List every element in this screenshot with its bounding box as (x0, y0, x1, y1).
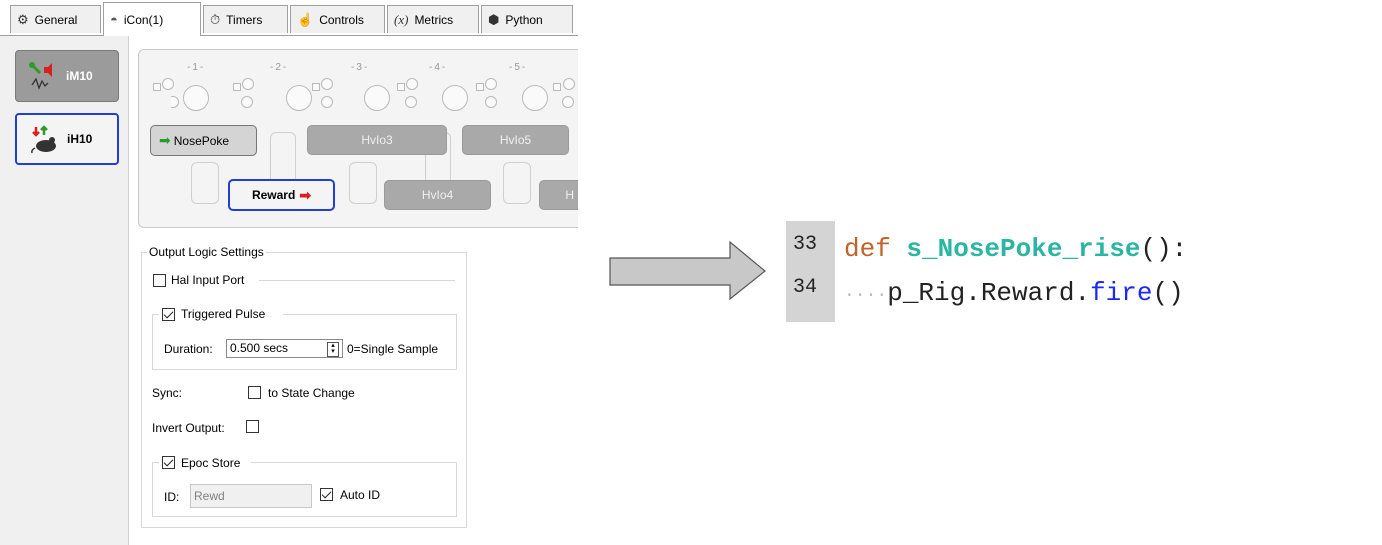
port-label: NosePoke (173, 133, 230, 148)
tab-label: Timers (226, 12, 263, 27)
invert-output-label: Invert Output: (152, 421, 225, 435)
port-hvio3-button[interactable]: HvIo3 (307, 125, 447, 155)
port-slot (349, 162, 377, 204)
port-label: H (565, 188, 574, 202)
keyword-def: def (844, 234, 891, 264)
triggered-pulse-label: Triggered Pulse (181, 307, 266, 321)
port-board: -1- -2- -3- -4- -5- (138, 49, 578, 228)
tab-divider (0, 35, 578, 36)
code-line-33: def s_NosePoke_rise(): (844, 234, 1187, 264)
gear-icon: ⚙ (17, 11, 29, 27)
tab-label: Controls (319, 12, 364, 27)
function-name: s_NosePoke_rise (906, 234, 1141, 264)
sync-state-change-label: to State Change (268, 386, 355, 400)
device-label: iH10 (67, 132, 93, 146)
triggered-pulse-group (152, 314, 457, 370)
epoc-store-checkbox[interactable] (162, 456, 175, 469)
icon-icon: ◓ (110, 12, 118, 27)
triggered-pulse-header (159, 306, 283, 322)
tab-bar: ⚙ General ◓ iCon(1) ⏱ Timers ☝ Controls … (0, 0, 578, 36)
line-number-gutter (786, 221, 835, 322)
port-label: Reward (251, 188, 296, 202)
tab-general[interactable]: ⚙ General (10, 5, 101, 33)
tab-timers[interactable]: ⏱ Timers (203, 5, 288, 33)
sync-state-change-checkbox[interactable] (248, 386, 261, 399)
port-slot (503, 162, 531, 204)
code-object: p_Rig.Reward. (887, 278, 1091, 308)
port-label: HvIo4 (421, 188, 454, 202)
tab-label: Metrics (414, 12, 454, 27)
epoc-store-header (159, 455, 251, 471)
port-number: -3- (351, 62, 370, 73)
port-number: -4- (429, 62, 448, 73)
auto-id-checkbox[interactable] (320, 488, 333, 501)
method-name: fire (1090, 278, 1153, 308)
code-punct: (): (1140, 234, 1188, 264)
indent-dots: ···· (844, 286, 888, 306)
tab-label: iCon(1) (123, 12, 164, 27)
port-nosepoke-button[interactable]: ➡ NosePoke (150, 125, 257, 156)
tab-controls[interactable]: ☝ Controls (290, 5, 385, 33)
triggered-pulse-checkbox[interactable] (162, 308, 175, 321)
device-label: iM10 (66, 69, 93, 83)
device-panel: iM10 iH10 (0, 36, 129, 545)
mouse-io-icon (29, 124, 59, 154)
epoc-store-label: Epoc Store (181, 456, 241, 470)
python-icon: ⬢ (488, 11, 500, 27)
epoc-store-group (152, 462, 457, 517)
auto-id-label: Auto ID (340, 488, 381, 502)
port-number: -2- (270, 62, 289, 73)
variable-icon: (x) (394, 11, 409, 27)
output-logic-title: Output Logic Settings (147, 245, 266, 259)
microphone-speaker-icon (28, 61, 58, 91)
port-label: HvIo5 (499, 133, 532, 147)
id-label: ID: (164, 490, 180, 504)
id-value: Rewd (194, 489, 225, 503)
duration-spinbox[interactable]: 0.500 secs ▴▾ (226, 339, 343, 358)
tab-python[interactable]: ⬢ Python (481, 5, 573, 33)
stopwatch-icon: ⏱ (210, 11, 221, 27)
tab-label: General (34, 12, 78, 27)
input-arrow-icon: ➡ (159, 132, 171, 148)
spin-arrows-icon: ▴▾ (327, 342, 339, 357)
right-arrow-icon (609, 240, 766, 301)
port-hvio4-button[interactable]: HvIo4 (384, 180, 491, 210)
hal-input-port-label: Hal Input Port (171, 273, 245, 287)
tab-icon[interactable]: ◓ iCon(1) (103, 2, 201, 36)
output-arrow-icon: ➡ (299, 186, 312, 203)
code-punct: () (1152, 278, 1184, 308)
hand-icon: ☝ (297, 11, 314, 27)
port-reward-button[interactable]: Reward ➡ (228, 179, 335, 211)
divider (259, 280, 455, 281)
duration-label: Duration: (164, 342, 213, 356)
port-slot (191, 162, 219, 204)
port-hvio5-button[interactable]: HvIo5 (462, 125, 569, 155)
tab-metrics[interactable]: (x) Metrics (387, 5, 479, 33)
device-ih10-button[interactable]: iH10 (15, 113, 119, 165)
id-field[interactable]: Rewd (190, 484, 312, 508)
port-hvio6-button[interactable]: H (539, 180, 578, 210)
output-logic-group (141, 252, 467, 528)
code-line-34: ····p_Rig.Reward.fire() (844, 278, 1184, 308)
duration-hint: 0=Single Sample (347, 342, 439, 356)
sync-label: Sync: (152, 386, 183, 400)
port-number: -1- (187, 62, 206, 73)
port-label: HvIo3 (361, 133, 393, 147)
invert-output-checkbox[interactable] (246, 420, 259, 433)
line-number: 34 (793, 276, 818, 299)
hal-input-port-checkbox[interactable] (153, 274, 166, 287)
device-im10-button[interactable]: iM10 (15, 50, 119, 102)
tab-label: Python (505, 12, 543, 27)
port-number: -5- (509, 62, 528, 73)
line-number: 33 (793, 233, 818, 256)
duration-value: 0.500 secs (230, 341, 289, 355)
